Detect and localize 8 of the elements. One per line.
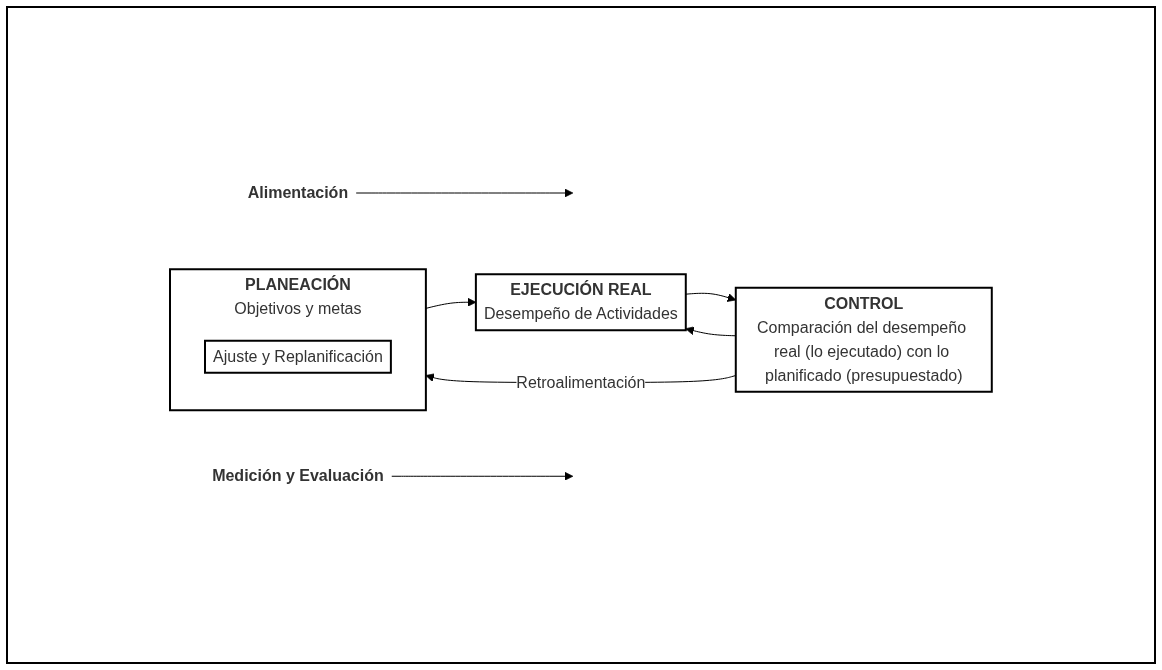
node-box: CONTROL Comparación del desempeño real (lo ejecutado) con lo planificado (presupuestado) bbox=[734, 287, 993, 394]
node-text: Medición y Evaluación bbox=[212, 467, 384, 485]
node-box: Ajuste y Replanificación bbox=[204, 340, 392, 375]
edge-label: Retroalimentación bbox=[516, 373, 646, 391]
node-box: EJECUCIÓN REAL Desempeño de Actividades bbox=[475, 273, 687, 332]
node-text: Alimentación bbox=[247, 184, 349, 202]
arrow bbox=[391, 472, 574, 482]
arrow bbox=[355, 189, 574, 198]
